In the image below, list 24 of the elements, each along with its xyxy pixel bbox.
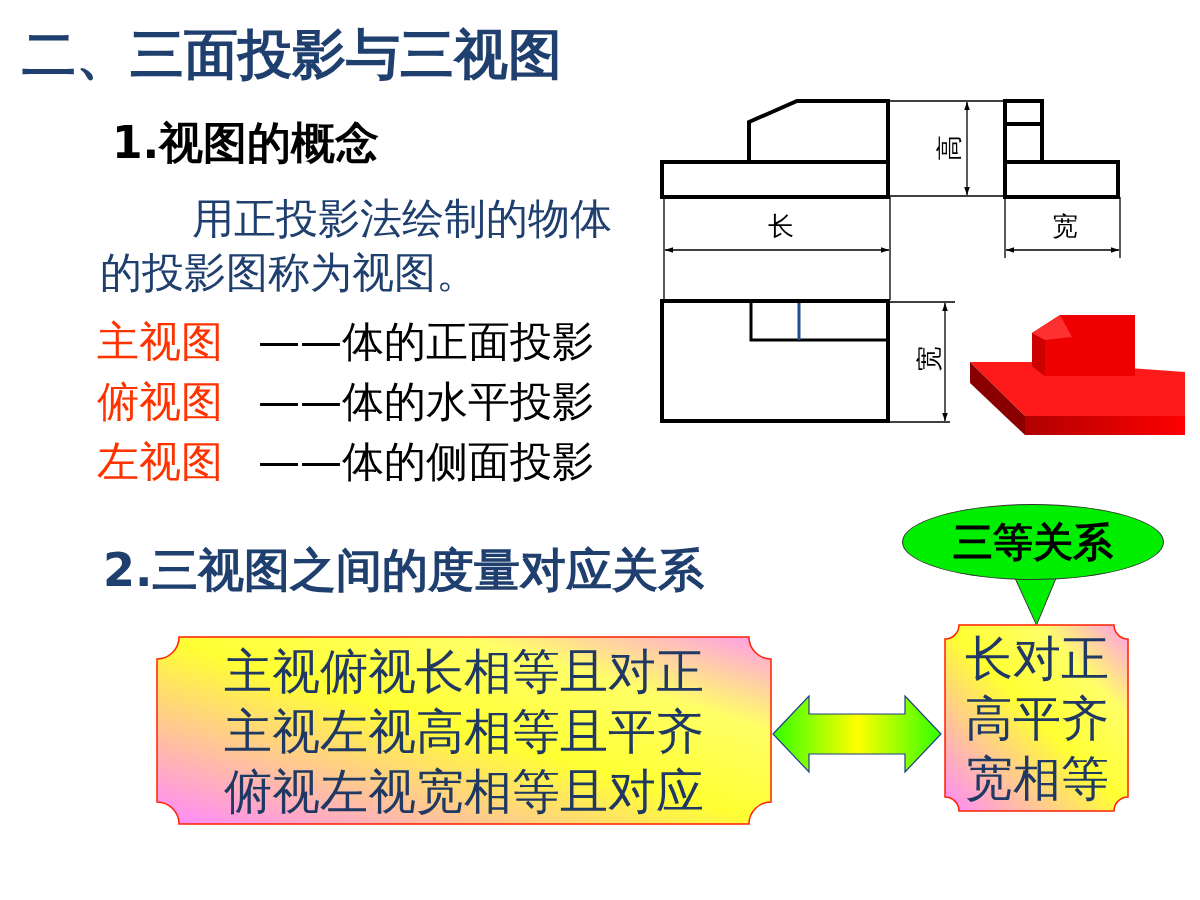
dimension-label: 高 [936, 135, 962, 161]
section-heading: 1.视图的概念 [112, 118, 380, 169]
rule-text: 长对正 [964, 629, 1109, 688]
rule-text: 主视俯视长相等且对正 [224, 641, 704, 701]
dimension-label: 宽 [916, 346, 942, 372]
view-name: 主视图 [97, 318, 223, 367]
view-description: ——体的正面投影 [258, 318, 594, 367]
view-description: ——体的水平投影 [258, 378, 594, 427]
view-name: 左视图 [97, 438, 223, 487]
rule-panel [945, 625, 1128, 811]
callout-text: 三等关系 [953, 518, 1113, 566]
title: 二、三面投影与三视图 [22, 24, 562, 87]
rule-text: 俯视左视宽相等且对应 [224, 761, 704, 821]
view-name: 俯视图 [97, 378, 223, 427]
rule-text: 高平齐 [964, 689, 1109, 748]
double-arrow [772, 694, 942, 774]
rule-text: 宽相等 [964, 749, 1109, 808]
dimension-label: 宽 [1052, 212, 1078, 242]
section-heading: 2.三视图之间的度量对应关系 [103, 544, 705, 597]
view-description: ——体的侧面投影 [258, 438, 594, 487]
rule-panel [157, 637, 771, 824]
definition-text: 用正投影法绘制的物体的投影图称为视图。 [100, 193, 613, 299]
rule-text: 主视左视高相等且平齐 [224, 701, 704, 761]
dimension-label: 长 [768, 212, 794, 242]
